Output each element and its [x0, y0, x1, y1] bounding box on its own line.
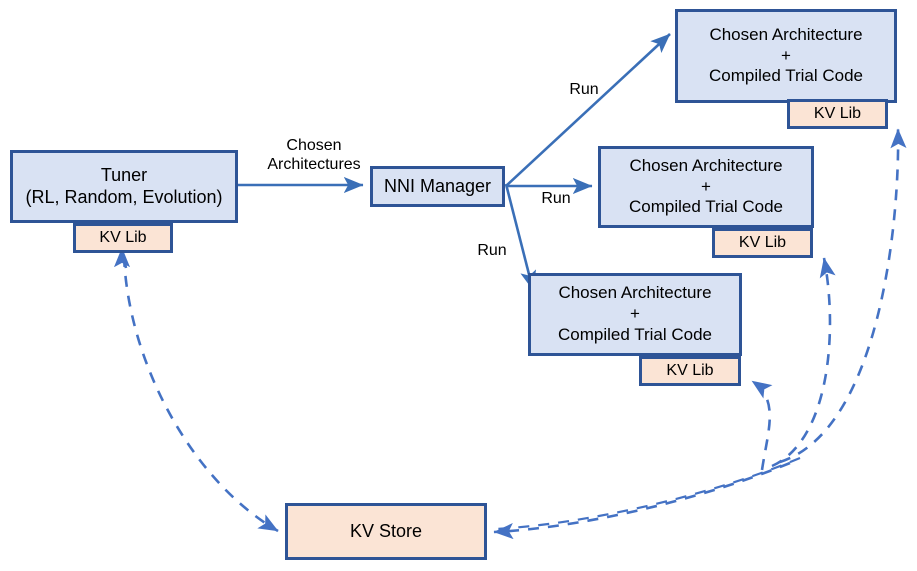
node-trial-3-kv-lib[interactable]: KV Lib: [639, 356, 741, 386]
node-trial-3[interactable]: Chosen Architecture + Compiled Trial Cod…: [528, 273, 742, 356]
node-tuner-kv-lib[interactable]: KV Lib: [73, 223, 173, 253]
edge-kv-store-to-trial-2-kvlib: [771, 257, 836, 468]
edge-trials-to-kv-store-secondary: [495, 456, 801, 531]
node-trial-2[interactable]: Chosen Architecture + Compiled Trial Cod…: [598, 146, 814, 228]
edge-trials-to-kv-store: [493, 461, 791, 540]
edge-kv-store-to-trial-3-kvlib: [751, 379, 773, 471]
node-trial-2-kv-lib[interactable]: KV Lib: [712, 228, 813, 258]
node-nni-manager[interactable]: NNI Manager: [370, 166, 505, 207]
node-kv-store[interactable]: KV Store: [285, 503, 487, 560]
node-tuner[interactable]: Tuner (RL, Random, Evolution): [10, 150, 238, 223]
edge-label-run-trial-3: Run: [477, 242, 507, 259]
edge-tuner-kvlib-to-kv-store: [122, 255, 279, 533]
node-trial-1-kv-lib[interactable]: KV Lib: [787, 99, 888, 129]
edge-label-run-trial-1: Run: [569, 81, 599, 98]
edge-label-chosen-architectures: Chosen Architectures: [267, 137, 361, 174]
edge-label-run-trial-2: Run: [541, 190, 571, 207]
node-trial-1[interactable]: Chosen Architecture + Compiled Trial Cod…: [675, 9, 897, 103]
